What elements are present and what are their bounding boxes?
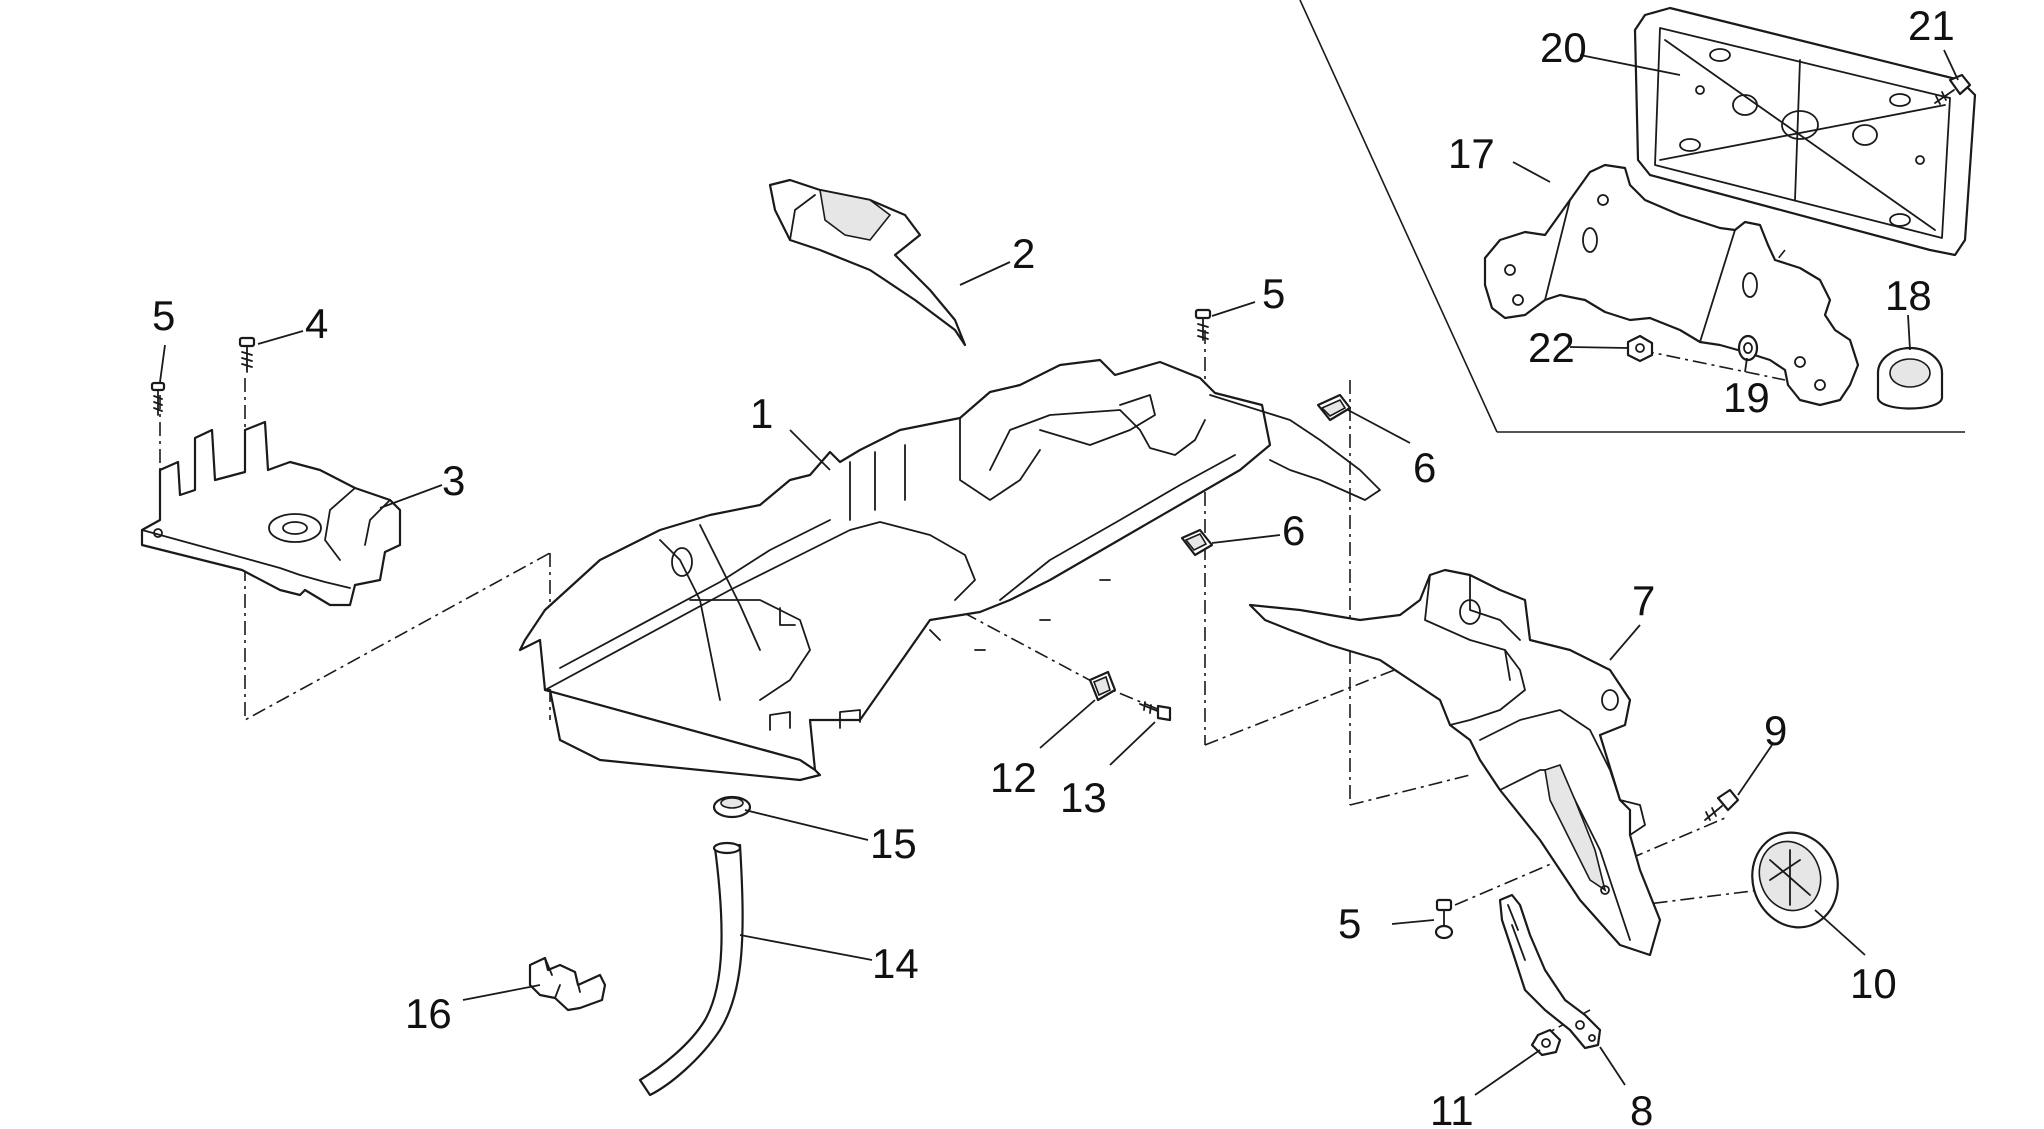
part-rear-undertray [518,358,1381,782]
callout-17: 17 [1448,130,1495,177]
part-side-trim [768,178,967,347]
callout-16: 16 [405,990,452,1037]
callout-21: 21 [1908,2,1955,49]
callout-6-lower: 6 [1282,507,1305,554]
callout-15: 15 [870,820,917,867]
part-grommet [712,795,752,819]
part-reflector-bracket [1498,893,1602,1050]
callout-22: 22 [1528,324,1575,371]
part-license-plate-holder [1633,6,1977,257]
part-plate-bracket [1483,163,1860,407]
part-reflector-disc [1876,346,1944,410]
callout-10: 10 [1850,960,1897,1007]
callout-5-center: 5 [1262,270,1285,317]
callout-2: 2 [1012,230,1035,277]
leader-lines [159,49,1959,1096]
part-bracket-tray [140,420,402,607]
callout-18: 18 [1885,272,1932,319]
callout-6-upper: 6 [1413,444,1436,491]
part-nut-22 [1626,334,1654,363]
callout-8: 8 [1630,1087,1653,1129]
callout-14: 14 [872,940,919,987]
callout-3: 3 [442,457,465,504]
part-rear-fender [1248,568,1662,957]
part-drain-hose [638,841,744,1097]
callout-1: 1 [750,390,773,437]
callout-labels: 1 2 3 4 5 5 5 6 6 7 8 9 10 11 12 13 14 1… [152,2,1955,1129]
part-screw-4 [238,336,256,373]
callout-4: 4 [305,300,328,347]
part-double-clamp [528,956,607,1012]
part-screw-13 [1139,701,1172,722]
inset-frame [1299,0,1965,433]
part-screw-5-center [1194,308,1212,341]
part-washer-19 [1737,334,1759,362]
part-clip-nut-upper [1316,393,1352,422]
callout-13: 13 [1060,774,1107,821]
part-clip-nut-lower [1180,528,1214,557]
part-screw-21 [1934,73,1972,105]
callout-11: 11 [1430,1087,1474,1129]
callout-12: 12 [990,754,1037,801]
part-screw-5-lower [1434,898,1454,940]
callout-7: 7 [1632,577,1655,624]
callout-9: 9 [1764,707,1787,754]
part-round-reflector [1751,831,1839,929]
callout-20: 20 [1540,24,1587,71]
part-screw-5-left [150,381,166,416]
part-clip-12 [1088,670,1117,702]
part-nut-11 [1530,1028,1562,1057]
callout-19: 19 [1723,374,1770,421]
part-screw-9 [1704,788,1740,821]
callout-5-left: 5 [152,292,175,339]
callout-5-lower: 5 [1338,900,1361,947]
